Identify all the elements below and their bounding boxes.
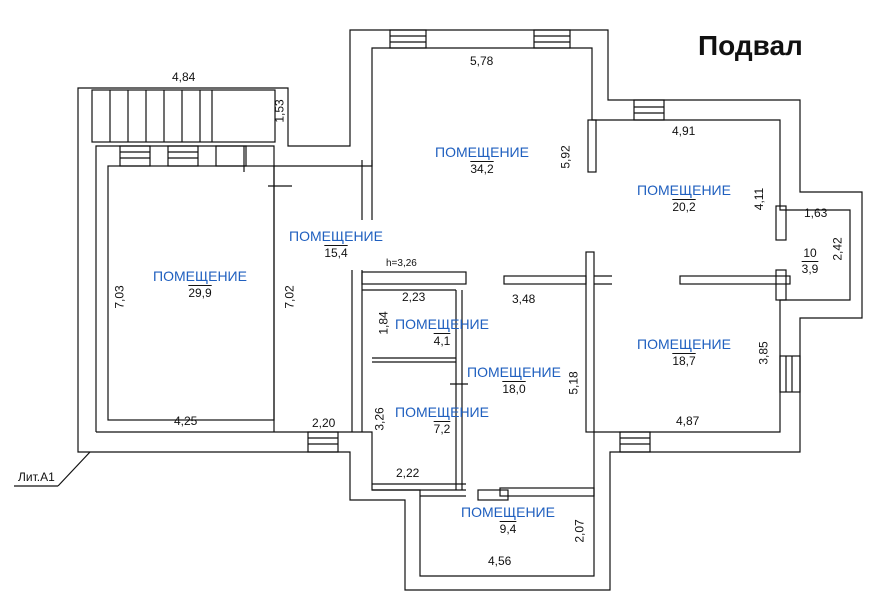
window-left-3: [215, 145, 247, 167]
room-area: 20,2: [672, 200, 696, 214]
wall-10: [775, 269, 787, 301]
dimension: 5,18: [566, 371, 581, 395]
dimension: 4,11: [752, 187, 767, 211]
plan-title: Подвал: [698, 30, 803, 61]
room-label: ПОМЕЩЕНИЕ: [637, 182, 731, 198]
dimension: 1,63: [804, 206, 828, 220]
room-area: 29,9: [188, 286, 212, 300]
dimension: 3,85: [756, 341, 771, 365]
room-area: 18,7: [672, 354, 696, 368]
room-20-2: ПОМЕЩЕНИЕ 20,2: [634, 182, 734, 214]
wall-4-1-top: [361, 271, 467, 285]
room-4-1: ПОМЕЩЕНИЕ 4,1: [392, 316, 492, 348]
room-label: ПОМЕЩЕНИЕ: [395, 316, 489, 332]
room-area: 4,1: [433, 334, 451, 348]
wall-5-92: [587, 119, 597, 173]
room-label: 10: [803, 246, 817, 260]
window-bottom-9-4: [477, 489, 509, 501]
dimension: 3,26: [372, 407, 387, 431]
dimension: 2,23: [402, 290, 426, 304]
height-note: h=3,26: [386, 258, 417, 269]
window-left-1: [119, 145, 151, 167]
window-bottom-15-4: [307, 431, 339, 453]
room-label: ПОМЕЩЕНИЕ: [435, 144, 529, 160]
room-10: 10 3,9: [790, 244, 830, 276]
wall-18-7-top: [679, 275, 791, 285]
window-left-2: [167, 145, 199, 167]
dimension: 7,02: [282, 285, 297, 309]
room-9-4: ПОМЕЩЕНИЕ 9,4: [458, 504, 558, 536]
room-29-9: ПОМЕЩЕНИЕ 29,9: [150, 268, 250, 300]
window-right-18-7: [779, 355, 801, 393]
dimension: 3,48: [512, 292, 536, 306]
room-15-4: ПОМЕЩЕНИЕ 15,4: [286, 228, 386, 260]
wall-3-48: [503, 275, 587, 285]
window-bottom-18-7: [619, 431, 651, 453]
dimension: 1,53: [272, 99, 287, 123]
dimension: 5,92: [558, 145, 573, 169]
outer-wall-outer: [77, 29, 863, 591]
dimension: 7,03: [112, 285, 127, 309]
room-label: ПОМЕЩЕНИЕ: [467, 364, 561, 380]
dimension: 4,87: [676, 414, 700, 428]
dimension: 2,20: [312, 416, 336, 430]
dimension: 5,78: [470, 54, 494, 68]
dimension: 4,91: [672, 124, 696, 138]
lit-leader: [57, 451, 91, 487]
dimension: 2,07: [572, 519, 587, 543]
window-top-right: [533, 29, 571, 49]
dimension: 4,25: [174, 414, 198, 428]
room-label: ПОМЕЩЕНИЕ: [637, 336, 731, 352]
dimension: 4,84: [172, 70, 196, 84]
room-7-2: ПОМЕЩЕНИЕ 7,2: [392, 404, 492, 436]
room-label: ПОМЕЩЕНИЕ: [395, 404, 489, 420]
room-area: 18,0: [502, 382, 526, 396]
wall-4-11: [775, 205, 787, 241]
dimension: 2,42: [830, 237, 845, 261]
room-area: 9,4: [499, 522, 517, 536]
room-label: ПОМЕЩЕНИЕ: [289, 228, 383, 244]
staircase: [91, 89, 276, 143]
room-area: 7,2: [433, 422, 451, 436]
dimension: 2,22: [396, 466, 420, 480]
window-right-top: [633, 99, 665, 121]
lit-label: Лит.А1: [18, 470, 55, 484]
room-area: 34,2: [470, 162, 494, 176]
wall-9-4-top: [499, 487, 595, 497]
room-label: ПОМЕЩЕНИЕ: [461, 504, 555, 520]
room-18-7: ПОМЕЩЕНИЕ 18,7: [634, 336, 734, 368]
room-area: 3,9: [801, 262, 819, 276]
window-top-left: [389, 29, 427, 49]
dimension: 4,56: [488, 554, 512, 568]
room-18-0: ПОМЕЩЕНИЕ 18,0: [464, 364, 564, 396]
room-34-2: ПОМЕЩЕНИЕ 34,2: [432, 144, 532, 176]
room-area: 15,4: [324, 246, 348, 260]
outer-wall-inner: [95, 47, 851, 577]
room-label: ПОМЕЩЕНИЕ: [153, 268, 247, 284]
dimension: 1,84: [376, 311, 391, 335]
wall-5-18: [585, 251, 595, 433]
